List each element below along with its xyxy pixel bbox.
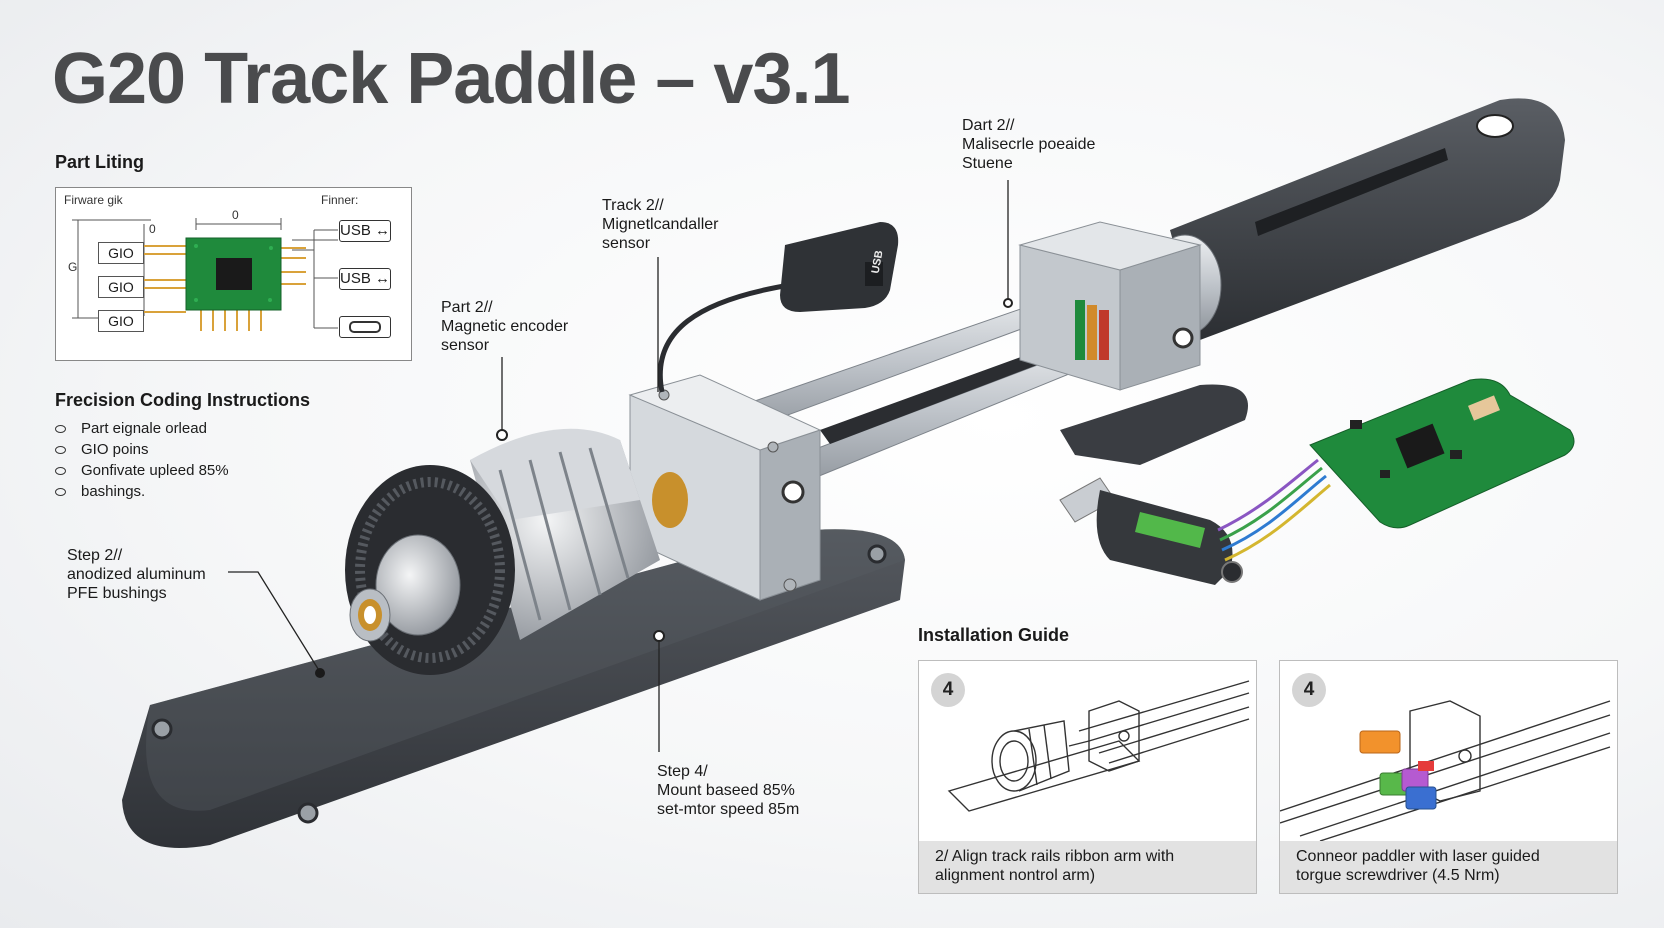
callout-line: Mignetlcandaller <box>602 216 719 233</box>
usb-icon: ↔ <box>375 222 391 239</box>
instruction-text: GIO poins <box>81 441 149 458</box>
instructions-list: Part eignale orlead GIO poins Gonfivate … <box>55 418 229 502</box>
usb-port-2-label: USB <box>340 270 371 287</box>
gio-pin-3: GIO <box>98 310 144 332</box>
gio-pin-1: GIO <box>98 242 144 264</box>
install-caption-2: Conneor paddler with laser guided torgue… <box>1280 841 1617 893</box>
install-panel-2: 4 Conneor paddler with laser guided torg… <box>1279 660 1618 894</box>
callout-line: sensor <box>441 337 490 354</box>
rear-bracket <box>1018 221 1202 391</box>
front-bracket <box>628 374 822 601</box>
install-caption-1: 2/ Align track rails ribbon arm with ali… <box>919 841 1256 893</box>
step-number-badge: 4 <box>931 673 965 707</box>
page-title: G20 Track Paddle – v3.1 <box>52 39 851 119</box>
usb-c-port <box>339 316 391 338</box>
list-item: Part eignale orlead <box>55 418 229 439</box>
callout-line: Mount baseed 85% <box>657 782 795 799</box>
schematic-panel: Firware gik Finner: 0 G 0 GI <box>55 187 412 361</box>
firmware-label-right: Finner: <box>321 193 359 207</box>
callout-line: Part 2// <box>441 299 493 316</box>
installation-heading: Installation Guide <box>918 625 1070 645</box>
encoder-motor <box>345 428 688 675</box>
rear-bracket-base <box>1060 384 1248 465</box>
bullet-icon <box>55 446 66 455</box>
callout-leaders <box>228 180 1009 752</box>
firmware-label: Firware gik <box>64 193 123 207</box>
caption-line: torgue screwdriver (4.5 Nrm) <box>1296 867 1500 884</box>
part-listing-heading: Part Liting <box>55 152 144 172</box>
dimension-left: G <box>68 260 78 274</box>
paddle-handle <box>1148 98 1565 340</box>
list-item: Gonfivate upleed 85% <box>55 460 229 481</box>
list-item: GIO poins <box>55 439 229 460</box>
usb-port-1-label: USB <box>340 222 371 239</box>
dimension-top: 0 <box>232 208 239 222</box>
schematic-wiring <box>72 218 338 331</box>
callout-line: Stuene <box>962 155 1013 172</box>
callout-line: Magnetic encoder <box>441 318 569 335</box>
instruction-text: Part eignale orlead <box>81 420 207 437</box>
install-panel-1: 4 2/ Align track rails ribbon arm with a… <box>918 660 1257 894</box>
linear-rails <box>699 284 1141 493</box>
encoder-sensor-module <box>657 222 899 393</box>
usb-port-1: USB ↔ <box>339 220 391 242</box>
pin-marker: 0 <box>149 222 156 236</box>
callout-line: PFE bushings <box>67 585 167 602</box>
install-illustration-paddler <box>1280 700 1611 841</box>
base-plate <box>122 529 905 848</box>
instruction-text: bashings. <box>81 483 146 500</box>
caption-line: 2/ Align track rails ribbon arm with <box>935 848 1175 865</box>
callout-line: set-mtor speed 85m <box>657 801 800 818</box>
bullet-icon <box>55 425 66 434</box>
callout-line: sensor <box>602 235 651 252</box>
bullet-icon <box>55 488 66 497</box>
usb-controller <box>1059 378 1575 585</box>
callout-line: Step 4/ <box>657 763 708 780</box>
callout-line: Track 2// <box>602 197 664 214</box>
callout-line: Dart 2// <box>962 117 1015 134</box>
usb-port-2: USB ↔ <box>339 268 391 290</box>
callout-part-top: Dart 2// Malisecrle poeaide Stuene <box>962 116 1095 173</box>
list-item: bashings. <box>55 481 229 502</box>
caption-line: Conneor paddler with laser guided <box>1296 848 1540 865</box>
instruction-text: Gonfivate upleed 85% <box>81 462 229 479</box>
usb-c-icon <box>349 321 381 334</box>
step-number-badge: 4 <box>1292 673 1326 707</box>
callout-dots <box>315 298 1013 678</box>
bullet-icon <box>55 467 66 476</box>
usb-icon: ↔ <box>375 270 391 287</box>
callout-track-sensor: Track 2// Mignetlcandaller sensor <box>602 196 719 253</box>
callout-magnetic-encoder: Part 2// Magnetic encoder sensor <box>441 298 568 355</box>
caption-line: alignment nontrol arm) <box>935 867 1096 884</box>
instructions-heading: Frecision Coding Instructions <box>55 390 311 410</box>
callout-step-2: Step 2// anodized aluminum PFE bushings <box>67 546 206 603</box>
callout-line: Malisecrle poeaide <box>962 136 1096 153</box>
callout-step-4: Step 4/ Mount baseed 85% set-mtor speed … <box>657 762 799 819</box>
callout-line: Step 2// <box>67 547 123 564</box>
install-illustration-rails <box>947 680 1250 812</box>
gio-pin-2: GIO <box>98 276 144 298</box>
callout-line: anodized aluminum <box>67 566 206 583</box>
